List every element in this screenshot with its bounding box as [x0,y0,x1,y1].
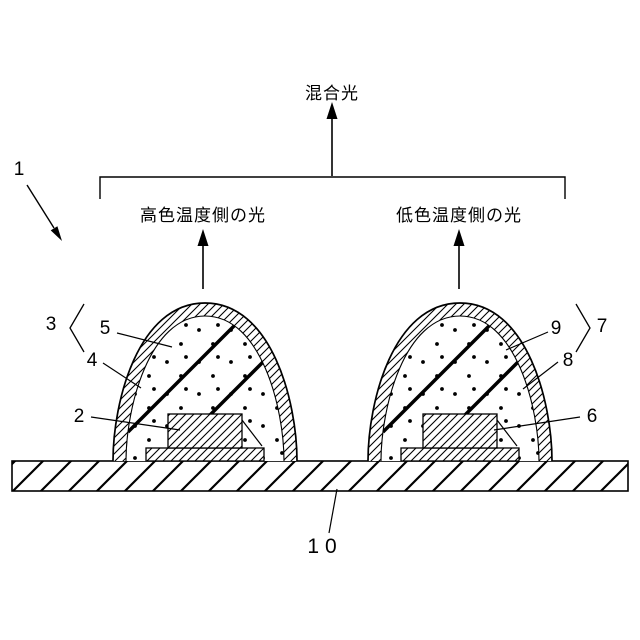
right-bond-wire [496,419,518,447]
substrate [11,460,629,492]
left-beam-arrow-icon [197,229,209,289]
right-dome-inner-outline [380,315,540,462]
left-dome-inner-outline [125,315,285,462]
left-led-dome [112,302,298,462]
ref-right-chip: 6 [587,406,598,427]
left-bond-wire [241,419,263,447]
ref-left-outer-layer: 5 [100,318,111,339]
right-dome-phosphor-region [381,316,539,461]
right-led-chip [422,413,498,449]
right-led-dome [367,302,553,462]
right-dome-outer-outline [367,302,553,462]
low-color-temp-label: 低色温度側の光 [396,206,522,225]
left-dome-outer-outline [112,302,298,462]
right-beam-arrow-icon [453,229,465,289]
ref-right-group: 7 [597,316,608,337]
device-pointer-arrow-icon [26,184,62,241]
leader-left-chip [90,416,181,431]
mixed-light-label: 混合光 [305,84,359,103]
left-led-chip [167,413,243,449]
leader-right-inner-layer [522,361,559,390]
combine-bracket [99,176,566,199]
ref-substrate: 10 [307,535,342,558]
ref-left-group: 3 [46,314,57,335]
right-group-bracket [575,303,591,353]
left-group-bracket [69,303,85,353]
left-chip-pedestal [145,447,265,462]
ref-left-chip: 2 [74,406,85,427]
ref-right-outer-layer: 9 [551,318,562,339]
ref-left-inner-layer: 4 [87,350,98,371]
left-dome-phosphor-region [126,316,284,461]
ref-device: 1 [14,159,25,180]
leader-right-outer-layer [505,331,549,351]
mixed-light-arrow-icon [326,102,338,176]
leader-left-inner-layer [102,362,142,389]
leader-left-outer-layer [116,332,173,348]
ref-right-inner-layer: 8 [563,350,574,371]
leader-substrate [328,488,338,534]
right-chip-pedestal [400,447,520,462]
leader-right-chip [493,416,581,431]
high-color-temp-label: 高色温度側の光 [140,206,266,225]
